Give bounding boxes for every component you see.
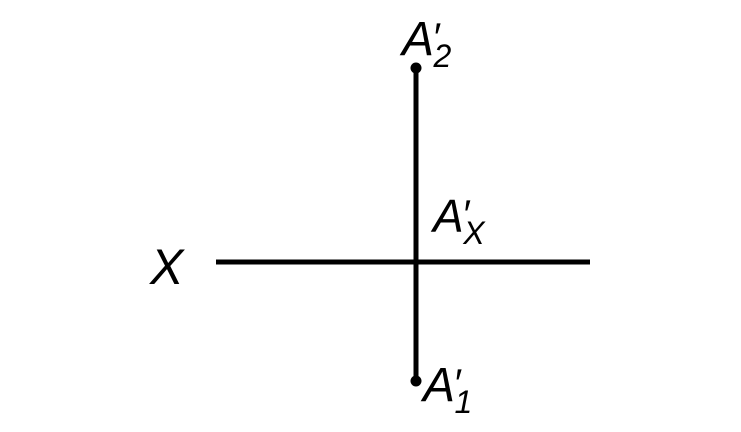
label-a2-base: A (399, 13, 434, 66)
label-a2: A′2 (399, 13, 452, 74)
label-a1: A′1 (420, 359, 472, 420)
label-a2-prime: ′ (432, 16, 441, 60)
label-a2-sub: 2 (433, 38, 452, 74)
label-ax-sub: X (462, 215, 486, 251)
point-a2 (410, 62, 422, 74)
axis-label-x: X (149, 239, 185, 295)
label-a1-base: A (420, 359, 455, 412)
label-a1-prime: ′ (453, 362, 462, 406)
label-a1-sub: 1 (455, 384, 473, 420)
point-a1 (410, 375, 422, 387)
label-ax: A′X (430, 190, 486, 251)
label-ax-base: A (430, 190, 464, 242)
label-ax-prime: ′ (462, 193, 471, 237)
